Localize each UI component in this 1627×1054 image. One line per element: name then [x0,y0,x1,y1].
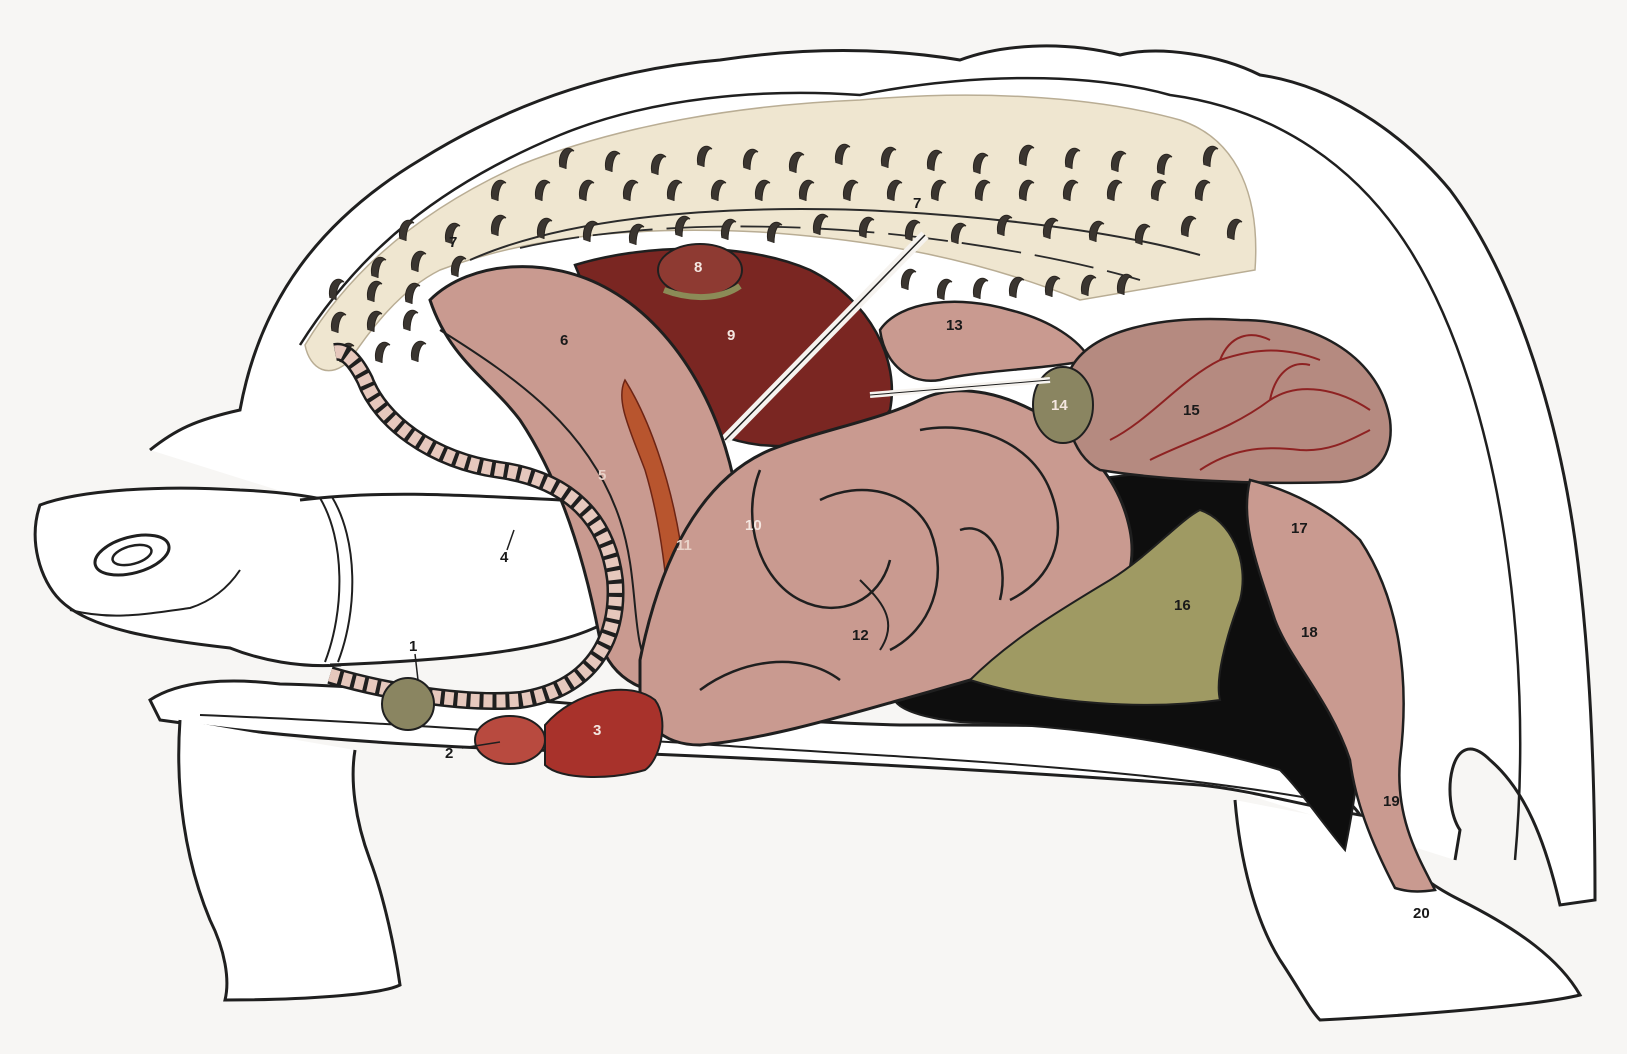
label-7-right: 7 [913,195,921,212]
label-13: 13 [946,317,963,334]
label-15: 15 [1183,402,1200,419]
label-19: 19 [1383,793,1400,810]
label-16: 16 [1174,597,1191,614]
label-17: 17 [1291,520,1308,537]
label-11: 11 [676,537,692,554]
label-10: 10 [745,517,762,534]
label-8: 8 [694,259,702,276]
label-6: 6 [560,332,568,349]
label-7-left: 7 [449,234,457,251]
label-9: 9 [727,327,735,344]
label-12: 12 [852,627,869,644]
label-3: 3 [593,722,601,739]
label-1: 1 [409,638,417,655]
label-14: 14 [1051,397,1068,414]
label-18: 18 [1301,624,1318,641]
larynx [382,678,434,730]
label-2: 2 [445,745,453,762]
label-5: 5 [598,467,606,484]
organ-2 [475,716,545,764]
label-4: 4 [500,549,509,566]
label-20: 20 [1413,905,1430,922]
